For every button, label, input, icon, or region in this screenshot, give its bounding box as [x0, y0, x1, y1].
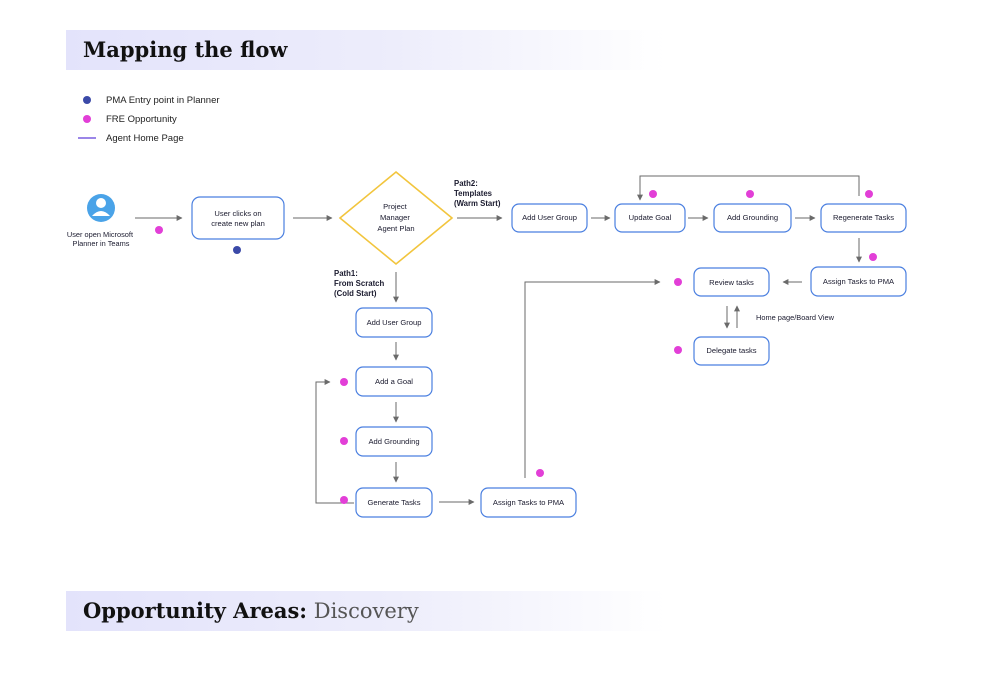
path2-label: Path2: Templates (Warm Start) — [454, 179, 501, 208]
svg-text:Add User Group: Add User Group — [522, 213, 577, 222]
agent-home-line-icon — [78, 137, 96, 139]
svg-text:Review tasks: Review tasks — [709, 278, 754, 287]
fre-dot-icon — [536, 469, 544, 477]
svg-text:Assign Tasks to PMA: Assign Tasks to PMA — [493, 498, 565, 507]
svg-text:Update Goal: Update Goal — [629, 213, 672, 222]
node-p2-regenerate-tasks: Regenerate Tasks — [820, 203, 907, 233]
decision-diamond — [338, 170, 454, 266]
node-p1-add-user-group: Add User Group — [355, 307, 433, 338]
fre-dot-icon — [869, 253, 877, 261]
node-p1-add-goal: Add a Goal — [355, 366, 433, 397]
svg-text:Add a Goal: Add a Goal — [375, 377, 413, 386]
node-review-tasks: Review tasks — [693, 267, 770, 297]
arrow-assign-to-review-long — [524, 279, 661, 478]
node-p2-add-grounding: Add Grounding — [713, 203, 792, 233]
arrow-generate-loop — [315, 379, 354, 504]
fre-dot-icon — [340, 496, 348, 504]
entry-point-dot-icon — [83, 96, 91, 104]
fre-dot-icon — [340, 378, 348, 386]
svg-text:Add Grounding: Add Grounding — [368, 437, 419, 446]
fre-dot-icon — [746, 190, 754, 198]
fre-dot-icon — [155, 226, 163, 234]
section-title: Opportunity Areas: Discovery — [83, 598, 419, 623]
node-p2-add-user-group: Add User Group — [511, 203, 588, 233]
svg-text:Regenerate Tasks: Regenerate Tasks — [833, 213, 894, 222]
fre-opportunity-dots — [155, 190, 877, 504]
node-p1-generate-tasks: Generate Tasks — [355, 487, 433, 518]
fre-dot-icon — [649, 190, 657, 198]
svg-text:Assign Tasks to PMA: Assign Tasks to PMA — [823, 277, 895, 286]
page-title: Mapping the flow — [83, 37, 288, 62]
node-p2-update-goal: Update Goal — [614, 203, 686, 233]
fre-dot-icon — [674, 346, 682, 354]
svg-text:Generate Tasks: Generate Tasks — [367, 498, 420, 507]
fre-dot-icon — [340, 437, 348, 445]
user-label: User open Microsoft Planner in Teams — [67, 230, 135, 248]
decision-label: Project Manager Agent Plan — [377, 202, 414, 233]
home-board-label: Home page/Board View — [756, 313, 835, 322]
fre-dot-icon — [865, 190, 873, 198]
path1-label: Path1: From Scratch (Cold Start) — [334, 269, 386, 298]
header-banner: Mapping the flow — [66, 30, 666, 70]
svg-text:Delegate tasks: Delegate tasks — [706, 346, 756, 355]
node-p1-assign-tasks: Assign Tasks to PMA — [480, 487, 577, 518]
svg-text:Add Grounding: Add Grounding — [727, 213, 778, 222]
legend-agent-home-page: Agent Home Page — [78, 130, 184, 146]
legend-label: PMA Entry point in Planner — [106, 94, 220, 106]
connectors — [135, 175, 862, 505]
legend-entry-point: PMA Entry point in Planner — [78, 92, 220, 108]
node-p2-assign-tasks: Assign Tasks to PMA — [810, 266, 907, 297]
svg-text:Add User Group: Add User Group — [367, 318, 422, 327]
entry-point-dot-icon — [233, 246, 241, 254]
node-p1-add-grounding: Add Grounding — [355, 426, 433, 457]
legend-label: Agent Home Page — [106, 132, 184, 144]
footer-banner: Opportunity Areas: Discovery — [66, 591, 666, 631]
arrow-regenerate-loop — [637, 175, 860, 201]
user-avatar-icon — [87, 194, 115, 222]
fre-dot-icon — [674, 278, 682, 286]
fre-opportunity-dot-icon — [83, 115, 91, 123]
node-delegate-tasks: Delegate tasks — [693, 336, 770, 366]
legend-fre-opportunity: FRE Opportunity — [78, 111, 177, 127]
legend-label: FRE Opportunity — [106, 113, 177, 125]
